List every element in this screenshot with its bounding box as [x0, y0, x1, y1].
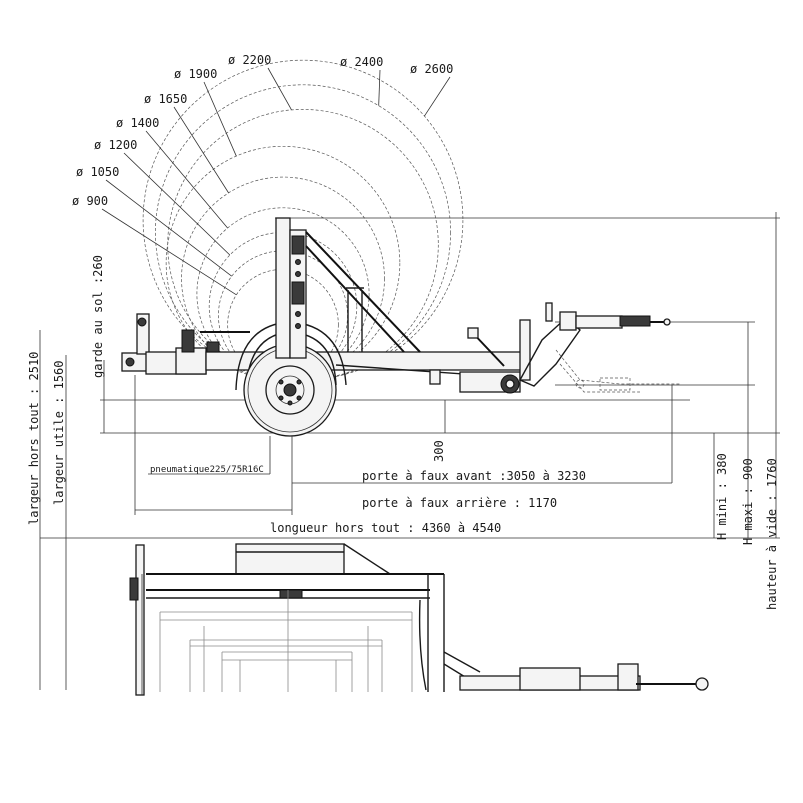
- reel-leader-line: [378, 69, 381, 106]
- hauteur-vide-label: hauteur à vide : 1760: [765, 458, 779, 610]
- h-maxi-label: H maxi : 900: [741, 458, 755, 545]
- reference-lines: [40, 217, 780, 539]
- reel-circle: [181, 176, 385, 381]
- reel-diameter-label: ø 1200: [94, 138, 137, 152]
- top-view-trailer: [129, 543, 709, 696]
- reel-leader-line: [424, 76, 451, 117]
- reel-diameter-label: ø 900: [72, 194, 108, 208]
- largeur-hors-tout-label: largeur hors tout : 2510: [27, 352, 41, 525]
- reel-diameter-leaders: [101, 67, 451, 296]
- reel-leader-line: [105, 179, 232, 277]
- reel-diameter-label: ø 1400: [116, 116, 159, 130]
- porte-avant-label: porte à faux avant :3050 à 3230: [362, 469, 586, 483]
- cote-300-label: 300: [432, 440, 446, 462]
- reel-leader-line: [101, 208, 237, 296]
- reel-leader-line: [203, 81, 237, 157]
- garde-au-sol-label: garde au sol :260: [91, 255, 105, 378]
- dimension-lines: [39, 212, 777, 690]
- reel-leader-line: [123, 152, 231, 256]
- reel-diameter-label: ø 2200: [228, 53, 271, 67]
- pneumatique-label: pneumatique225/75R16C: [150, 465, 264, 475]
- largeur-utile-label: largeur utile : 1560: [52, 361, 66, 506]
- reel-leader-line: [267, 67, 292, 111]
- reel-diameter-label: ø 1650: [144, 92, 187, 106]
- porte-arriere-label: porte à faux arrière : 1170: [362, 496, 557, 510]
- reel-diameter-label: ø 2400: [340, 55, 383, 69]
- reel-diameter-labels: ø 900 ø 1050 ø 1200 ø 1400 ø 1650 ø 1900 ø 220…: [72, 53, 453, 208]
- reel-diameter-label: ø 1900: [174, 67, 217, 81]
- reel-leader-line: [173, 106, 229, 194]
- reel-diameter-label: ø 2600: [410, 62, 453, 76]
- reel-circle: [165, 145, 401, 381]
- h-mini-label: H mini : 380: [715, 453, 729, 540]
- longueur-label: longueur hors tout : 4360 à 4540: [270, 521, 501, 535]
- dimension-labels: garde au sol :260 largeur hors tout : 25…: [27, 255, 779, 610]
- reel-diameter-label: ø 1050: [76, 165, 119, 179]
- reel-leader-line: [145, 130, 228, 229]
- side-view-trailer: [121, 217, 680, 437]
